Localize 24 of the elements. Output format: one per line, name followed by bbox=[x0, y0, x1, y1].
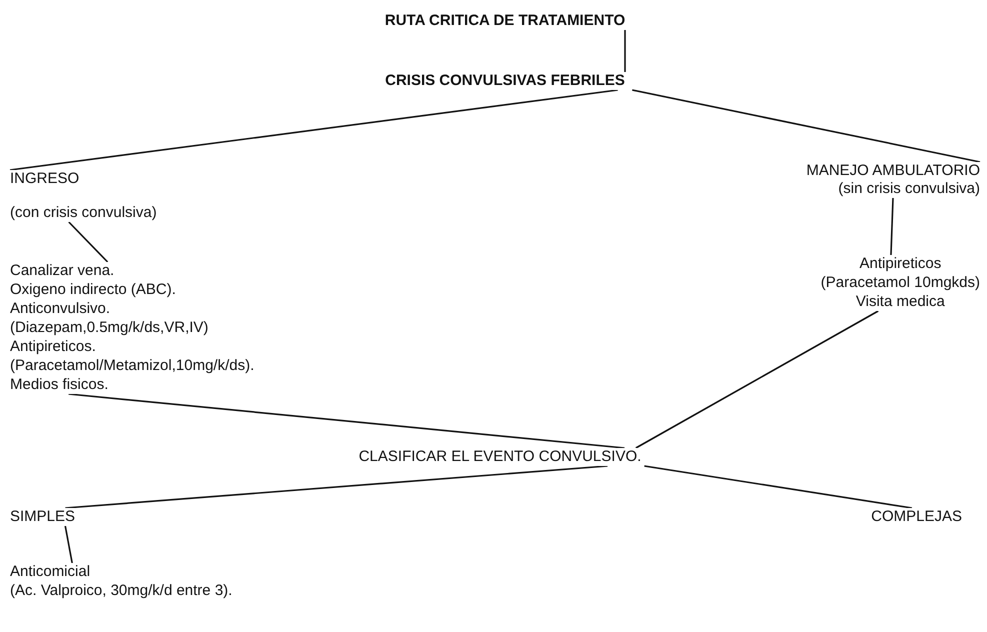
branch-text: (con crisis convulsiva) bbox=[10, 204, 157, 222]
heading-text: CRISIS CONVULSIVAS FEBRILES bbox=[385, 72, 625, 90]
connector-line bbox=[890, 198, 894, 256]
connector-line bbox=[10, 89, 618, 171]
branch-text: SIMPLES bbox=[10, 508, 76, 526]
step-list: (Diazepam,0.5mg/k/ds,VR,IV) bbox=[10, 319, 208, 337]
branch-text: (sin crisis convulsiva) bbox=[838, 180, 980, 198]
connector-line bbox=[68, 221, 108, 263]
step-text: CLASIFICAR EL EVENTO CONVULSIVO. bbox=[358, 448, 642, 466]
step-list: Antipireticos. bbox=[10, 338, 96, 356]
step-list: Medios fisicos. bbox=[10, 376, 108, 394]
connector-line bbox=[635, 310, 879, 449]
step-list: Visita medica bbox=[856, 293, 945, 311]
connector-line bbox=[632, 89, 980, 163]
step-list: (Paracetamol 10mgkds) bbox=[820, 274, 980, 292]
step-list: (Paracetamol/Metamizol,10mg/k/ds). bbox=[10, 357, 254, 375]
connector-line bbox=[65, 465, 608, 509]
connector-line bbox=[624, 30, 626, 72]
connector-line bbox=[64, 526, 73, 564]
step-list: Oxigeno indirecto (ABC). bbox=[10, 281, 176, 299]
connector-line bbox=[644, 465, 912, 509]
step-list: (Ac. Valproico, 30mg/k/d entre 3). bbox=[10, 582, 232, 600]
step-list: Antipireticos bbox=[860, 255, 942, 273]
connector-line bbox=[68, 393, 625, 449]
